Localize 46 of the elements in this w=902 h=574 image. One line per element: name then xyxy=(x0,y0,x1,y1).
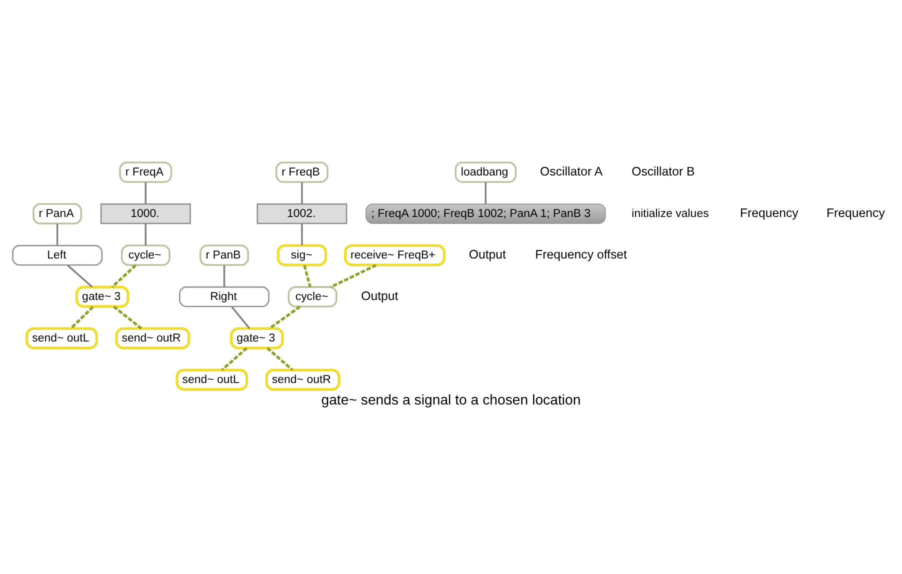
connector xyxy=(221,346,248,370)
connector xyxy=(56,223,58,245)
connector xyxy=(111,264,136,288)
node-box: receive~ FreqB+ xyxy=(344,244,446,266)
node-box: Right xyxy=(178,286,270,307)
node-box: send~ outL xyxy=(26,326,98,349)
node-box: gate~ 3 xyxy=(230,326,284,349)
caption: gate~ sends a signal to a chosen location xyxy=(321,390,581,407)
label: Output xyxy=(361,288,398,303)
connector xyxy=(330,263,377,288)
node-box: cycle~ xyxy=(120,244,170,266)
node-box: ; FreqA 1000; FreqB 1002; PanA 1; PanB 3 xyxy=(366,203,606,224)
node-box: Left xyxy=(12,244,103,266)
node-box: send~ outL xyxy=(176,368,248,390)
connector xyxy=(301,182,303,204)
connector xyxy=(231,306,250,329)
node-box: cycle~ xyxy=(288,286,338,307)
node-box: send~ outR xyxy=(265,368,340,390)
connector xyxy=(223,264,226,286)
label: Output xyxy=(468,247,506,262)
connector xyxy=(144,182,147,204)
label: Frequency xyxy=(740,206,798,220)
node-box: 1000. xyxy=(100,202,191,224)
node-box: r FreqA xyxy=(119,161,172,182)
node-box: loadbang xyxy=(454,161,517,182)
label: Oscillator B xyxy=(632,164,695,178)
label: Oscillator A xyxy=(540,164,603,178)
node-box: gate~ 3 xyxy=(75,285,130,308)
connector xyxy=(484,182,487,204)
connector xyxy=(301,223,303,245)
node-box: sig~ xyxy=(276,244,328,266)
node-box: r PanA xyxy=(32,202,82,224)
connector xyxy=(266,346,294,370)
node-box: r PanB xyxy=(200,244,249,266)
node-label: initialize values xyxy=(632,207,709,220)
node-box: r FreqB xyxy=(275,161,328,182)
connector xyxy=(66,264,93,288)
connector xyxy=(303,264,312,287)
connector xyxy=(70,305,94,329)
connector xyxy=(112,305,142,329)
connector xyxy=(268,305,301,329)
node-box: 1002. xyxy=(256,202,348,224)
label: Frequency offset xyxy=(535,247,627,262)
connector xyxy=(144,223,147,245)
node-box: send~ outR xyxy=(115,326,190,349)
label: Frequency xyxy=(826,206,885,220)
